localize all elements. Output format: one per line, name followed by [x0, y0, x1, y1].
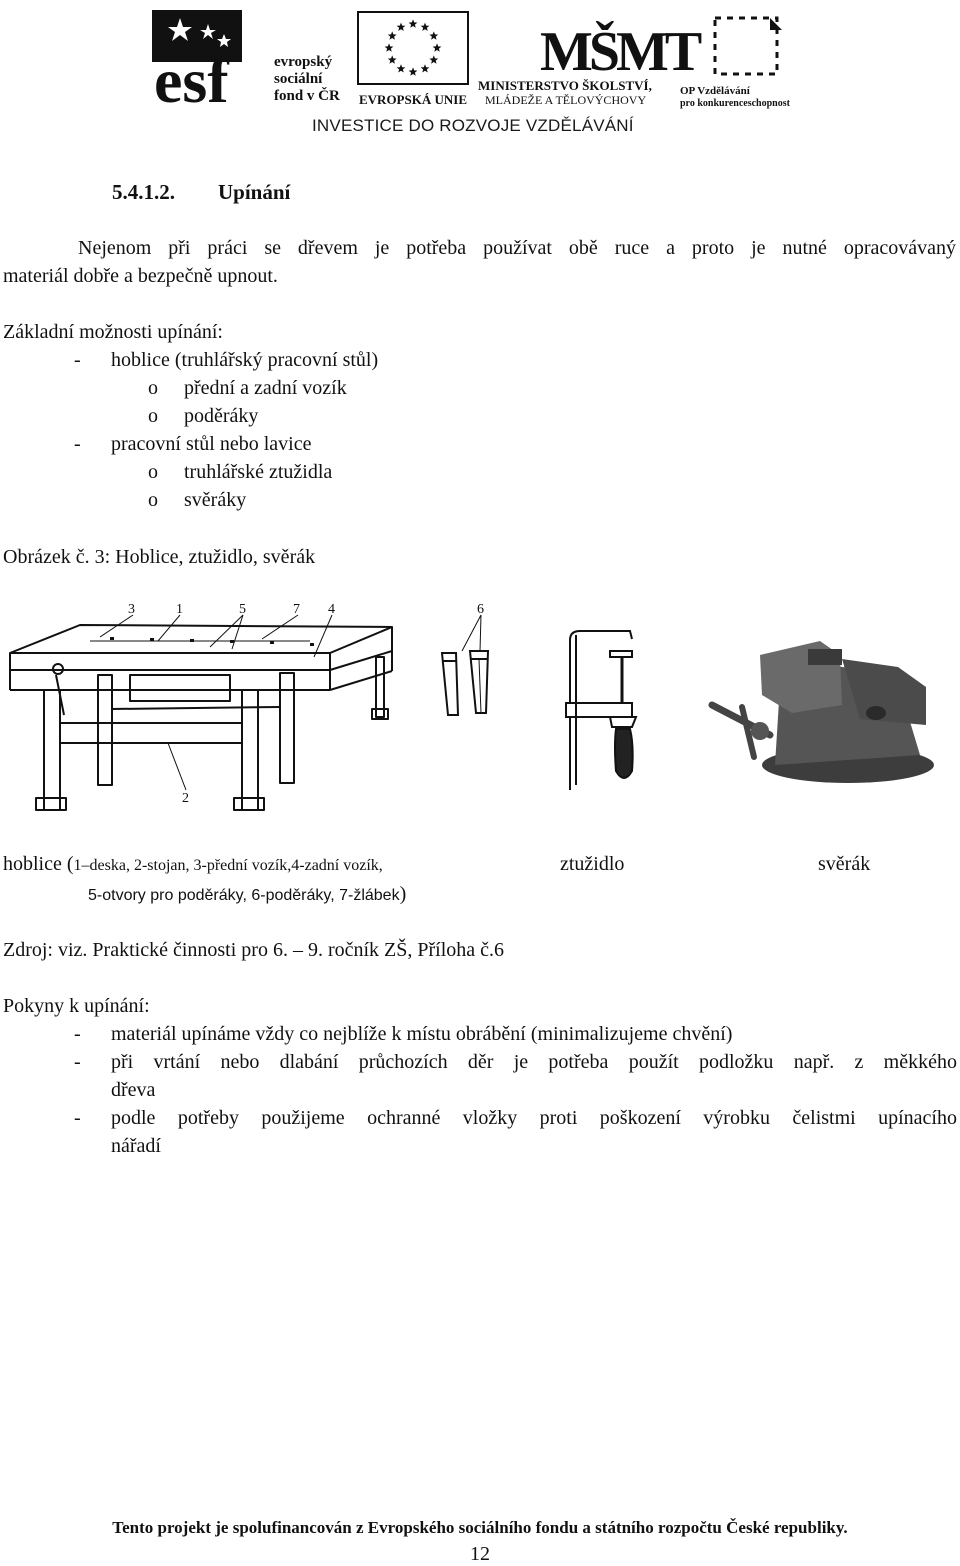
figure-illustrations: 3 1 5 7 4 6 2 — [0, 595, 960, 830]
option-item-pracovni-stul: pracovní stůl nebo lavice — [111, 433, 312, 455]
legend-hoblice-detail-2: 5-otvory pro poděráky, 6-poděráky, 7-žlá… — [88, 887, 400, 904]
header-logos: esf evropský sociální fond v ČR EVROPSKÁ… — [140, 0, 820, 148]
msmt-logo: MŠMT MINISTERSTVO ŠKOLSTVÍ, MLÁDEŽE A TĚ… — [478, 20, 706, 107]
callout-labels: 3 1 5 7 4 6 2 — [128, 602, 484, 806]
instructions-dash: - — [74, 1051, 81, 1073]
option-subitem: poděráky — [184, 405, 259, 427]
section-number: 5.4.1.2. — [112, 180, 175, 204]
logo-strip: esf evropský sociální fond v ČR EVROPSKÁ… — [152, 10, 791, 116]
figure-svg: 3 1 5 7 4 6 2 — [9, 602, 934, 811]
instruction-item-2: při vrtání nebo dlabání průchozích děr j… — [111, 1051, 957, 1073]
footer-text: Tento projekt je spolufinancován z Evrop… — [112, 1518, 848, 1537]
esf-logo: esf evropský sociální fond v ČR — [152, 10, 340, 116]
callout-1: 1 — [176, 602, 183, 617]
esf-text-1: evropský — [274, 54, 333, 70]
intro-line-1: Nejenom při práci se dřevem je potřeba p… — [78, 237, 956, 259]
eu-star-icon — [432, 43, 442, 52]
callout-3: 3 — [128, 602, 135, 617]
eu-star-icon — [408, 19, 418, 28]
instruction-item-2-cont: dřeva — [111, 1079, 156, 1101]
options-dash: - — [74, 433, 81, 455]
options-bullet: o — [148, 377, 158, 399]
instructions-heading: Pokyny k upínání: — [3, 995, 150, 1017]
eu-flag-logo: EVROPSKÁ UNIE — [357, 11, 469, 107]
options-bullet: o — [148, 405, 158, 427]
option-item-hoblice: hoblice (truhlářský pracovní stůl) — [111, 349, 379, 371]
callout-6: 6 — [477, 602, 484, 617]
vise-drawing — [708, 641, 934, 783]
op-text-2: pro konkurenceschopnost — [680, 98, 791, 109]
msmt-text-2: MLÁDEŽE A TĚLOVÝCHOVY — [485, 93, 646, 107]
instruction-item-3: podle potřeby použijeme ochranné vložky … — [111, 1107, 957, 1129]
bench-dogs-drawing — [440, 650, 490, 716]
options-bullet: o — [148, 461, 158, 483]
eu-label: EVROPSKÁ UNIE — [359, 92, 467, 107]
instructions-dash: - — [74, 1107, 81, 1129]
eu-star-icon — [420, 64, 430, 73]
eu-star-icon — [429, 55, 439, 64]
option-subitem: svěráky — [184, 489, 247, 511]
options-heading: Základní možnosti upínání: — [3, 321, 223, 343]
instruction-item-3-cont: nářadí — [111, 1135, 161, 1157]
clamp-drawing — [565, 630, 638, 790]
eu-star-icon — [396, 64, 406, 73]
legend-hoblice: hoblice (1–deska, 2-stojan, 3-přední voz… — [3, 850, 383, 880]
msmt-mark: MŠMT — [540, 20, 702, 83]
callout-lines — [99, 614, 482, 791]
eu-star-icon — [396, 22, 406, 31]
eu-star-icon — [408, 67, 418, 76]
figure-source: Zdroj: viz. Praktické činnosti pro 6. – … — [3, 939, 505, 961]
callout-7: 7 — [293, 602, 300, 617]
page-number: 12 — [470, 1543, 490, 1565]
option-subitem: truhlářské ztužidla — [184, 461, 333, 483]
legend-hoblice-prefix: hoblice ( — [3, 853, 74, 875]
tagline: INVESTICE DO ROZVOJE VZDĚLÁVÁNÍ — [312, 116, 634, 135]
esf-text-2: sociální — [274, 71, 323, 87]
callout-2: 2 — [182, 791, 189, 806]
esf-text-3: fond v ČR — [274, 87, 340, 104]
callout-5: 5 — [239, 602, 246, 617]
intro-line-2: materiál dobře a bezpečně upnout. — [3, 265, 278, 287]
eu-star-icon — [387, 55, 397, 64]
eu-star-icon — [384, 43, 394, 52]
msmt-text-1: MINISTERSTVO ŠKOLSTVÍ, — [478, 78, 652, 93]
callout-4: 4 — [328, 602, 335, 617]
option-subitem: přední a zadní vozík — [184, 377, 347, 399]
legend-close-paren: ) — [399, 883, 407, 905]
eu-star-icon — [429, 31, 439, 40]
op-logo: OP Vzdělávání pro konkurenceschopnost — [680, 16, 791, 109]
legend-hoblice-line-2: 5-otvory pro poděráky, 6-poděráky, 7-žlá… — [88, 880, 406, 910]
esf-mark: esf — [154, 45, 229, 116]
op-text-1: OP Vzdělávání — [680, 85, 751, 97]
legend-ztuzidlo: ztužidlo — [560, 853, 625, 875]
options-bullet: o — [148, 489, 158, 511]
instruction-item-1: materiál upínáme vždy co nejblíže k míst… — [111, 1023, 733, 1045]
eu-star-icon — [387, 31, 397, 40]
eu-star-icon — [420, 22, 430, 31]
legend-sverak: svěrák — [818, 853, 871, 875]
options-dash: - — [74, 349, 81, 371]
instructions-dash: - — [74, 1023, 81, 1045]
legend-hoblice-detail-1: 1–deska, 2-stojan, 3-přední vozík,4-zadn… — [73, 857, 383, 874]
section-title: Upínání — [218, 180, 291, 204]
figure-caption: Obrázek č. 3: Hoblice, ztužidlo, svěrák — [3, 546, 316, 568]
workbench-drawing — [9, 624, 393, 811]
